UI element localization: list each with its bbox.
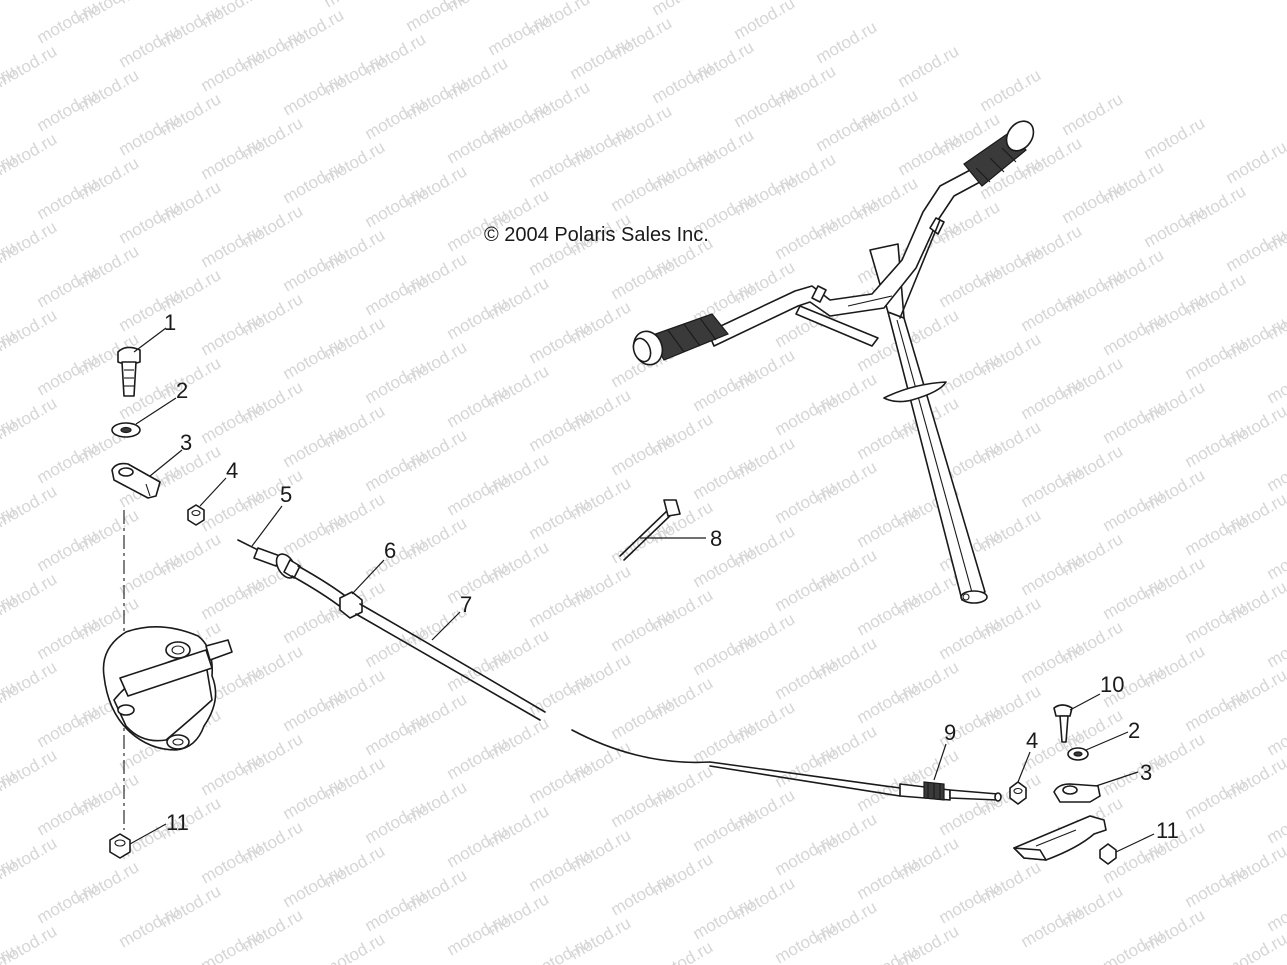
left-grip	[632, 313, 729, 366]
handlebar-assembly	[632, 120, 1035, 604]
nut-4-left	[187, 504, 205, 526]
copyright-notice: © 2004 Polaris Sales Inc.	[484, 224, 709, 246]
jam-nut-6	[339, 591, 363, 619]
washer-2-right	[1067, 747, 1089, 761]
leader-lines	[129, 327, 1155, 853]
callout-6: 6	[384, 538, 396, 563]
bolt-1	[117, 346, 141, 397]
callout-2-left: 2	[176, 378, 188, 403]
callout-5: 5	[280, 482, 292, 507]
callout-3-left: 3	[180, 430, 192, 455]
washer-2-left	[111, 422, 141, 438]
handlebar-tube	[707, 167, 981, 347]
bracket-3-left	[111, 462, 161, 499]
callout-4-right: 4	[1026, 728, 1038, 753]
callout-labels: 1 2 3 4 5 6 7 8 9 10 2 3 4 11 11	[164, 310, 1179, 843]
bolt-10	[1053, 704, 1073, 743]
callout-1: 1	[164, 310, 176, 335]
lever-housing	[102, 626, 233, 751]
nut-4-right	[1009, 781, 1027, 805]
callout-4-left: 4	[226, 458, 238, 483]
bracket-3-right	[1053, 783, 1101, 803]
cable-tie-8	[619, 499, 681, 561]
callout-2-right: 2	[1128, 718, 1140, 743]
callout-11-left: 11	[166, 810, 189, 835]
cable-assembly	[237, 539, 1002, 802]
callout-9: 9	[944, 720, 956, 745]
callout-11-right: 11	[1156, 818, 1179, 843]
nut-11-left	[109, 833, 131, 859]
nut-11-right	[1099, 843, 1117, 865]
callout-7: 7	[460, 592, 472, 617]
callout-8: 8	[710, 526, 722, 551]
lever-bracket-right	[1013, 815, 1107, 861]
right-grip	[963, 120, 1035, 187]
callout-10: 10	[1100, 672, 1124, 697]
callout-3-right: 3	[1140, 760, 1152, 785]
